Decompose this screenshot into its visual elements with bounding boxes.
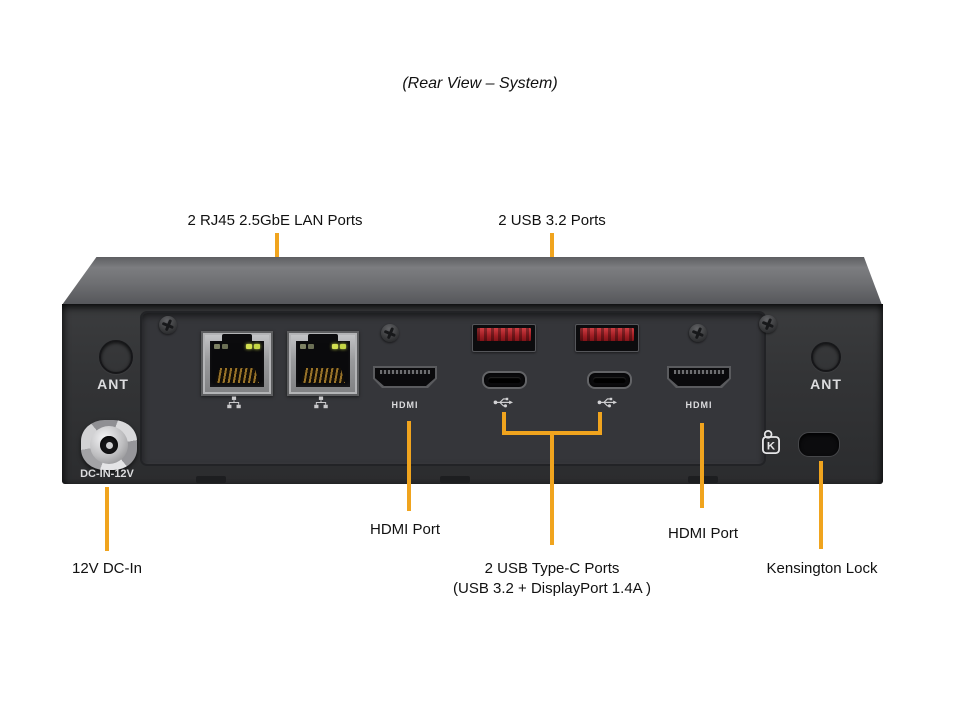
ant-label-right: ANT xyxy=(810,376,842,392)
callout-label-usbc-line2: (USB 3.2 + DisplayPort 1.4A ) xyxy=(452,580,652,597)
antenna-knockout-left xyxy=(99,340,133,374)
callout-label-kensington: Kensington Lock xyxy=(766,560,878,577)
dc-in-silkscreen: DC-IN-12V xyxy=(80,468,134,480)
hdmi-silkscreen-left: HDMI xyxy=(391,400,419,410)
rj45-cavity xyxy=(210,334,264,387)
callout-line-usbc-stem xyxy=(550,431,554,545)
rj45-lan-port-2 xyxy=(287,331,359,396)
callout-line-hdmi-left-stem xyxy=(407,421,411,511)
rj45-lan-port-1 xyxy=(201,331,273,396)
callout-line-kensington-stem xyxy=(819,461,823,549)
callout-line-hdmi-right-stem xyxy=(700,423,704,508)
callout-label-usbc-line1: 2 USB Type-C Ports xyxy=(484,560,620,577)
hdmi-port-right xyxy=(667,366,731,388)
usb-trident-icon xyxy=(597,396,617,408)
callout-line-usbc-rise-right xyxy=(598,412,602,435)
chassis-foot-notch xyxy=(196,476,226,483)
lan-led-icon xyxy=(246,344,252,349)
diagram-title: (Rear View – System) xyxy=(402,75,558,92)
callout-line-dcin-stem xyxy=(105,487,109,551)
antenna-knockout-right xyxy=(811,342,841,372)
usb-c-port-1 xyxy=(482,371,527,389)
callout-label-usb32-ports: 2 USB 3.2 Ports xyxy=(498,212,606,229)
usb-trident-icon xyxy=(493,396,513,408)
usb-a-port-1 xyxy=(472,324,536,352)
lan-network-icon xyxy=(227,396,242,409)
lan-led-icon xyxy=(254,344,260,349)
lan-network-icon xyxy=(314,396,329,409)
svg-text:K: K xyxy=(767,441,776,453)
callout-label-hdmi-left: HDMI Port xyxy=(369,521,441,538)
ant-label-left: ANT xyxy=(97,376,129,392)
dc-power-jack xyxy=(81,420,137,470)
rj45-cavity xyxy=(296,334,350,387)
lan-led-icon xyxy=(340,344,346,349)
usb-c-port-2 xyxy=(587,371,632,389)
hdmi-port-left xyxy=(373,366,437,388)
callout-label-lan-ports: 2 RJ45 2.5GbE LAN Ports xyxy=(187,212,363,229)
kensington-lock-slot xyxy=(798,432,840,457)
callout-label-hdmi-right: HDMI Port xyxy=(667,525,739,542)
usb-a-port-2 xyxy=(575,324,639,352)
kensington-lock-icon: K xyxy=(762,429,781,455)
callout-label-dc-in: 12V DC-In xyxy=(71,560,143,577)
hdmi-silkscreen-right: HDMI xyxy=(685,400,713,410)
lan-led-icon xyxy=(332,344,338,349)
chassis-top-face xyxy=(62,257,882,305)
chassis-foot-notch xyxy=(440,476,470,483)
callout-line-usbc-rise-left xyxy=(502,412,506,435)
